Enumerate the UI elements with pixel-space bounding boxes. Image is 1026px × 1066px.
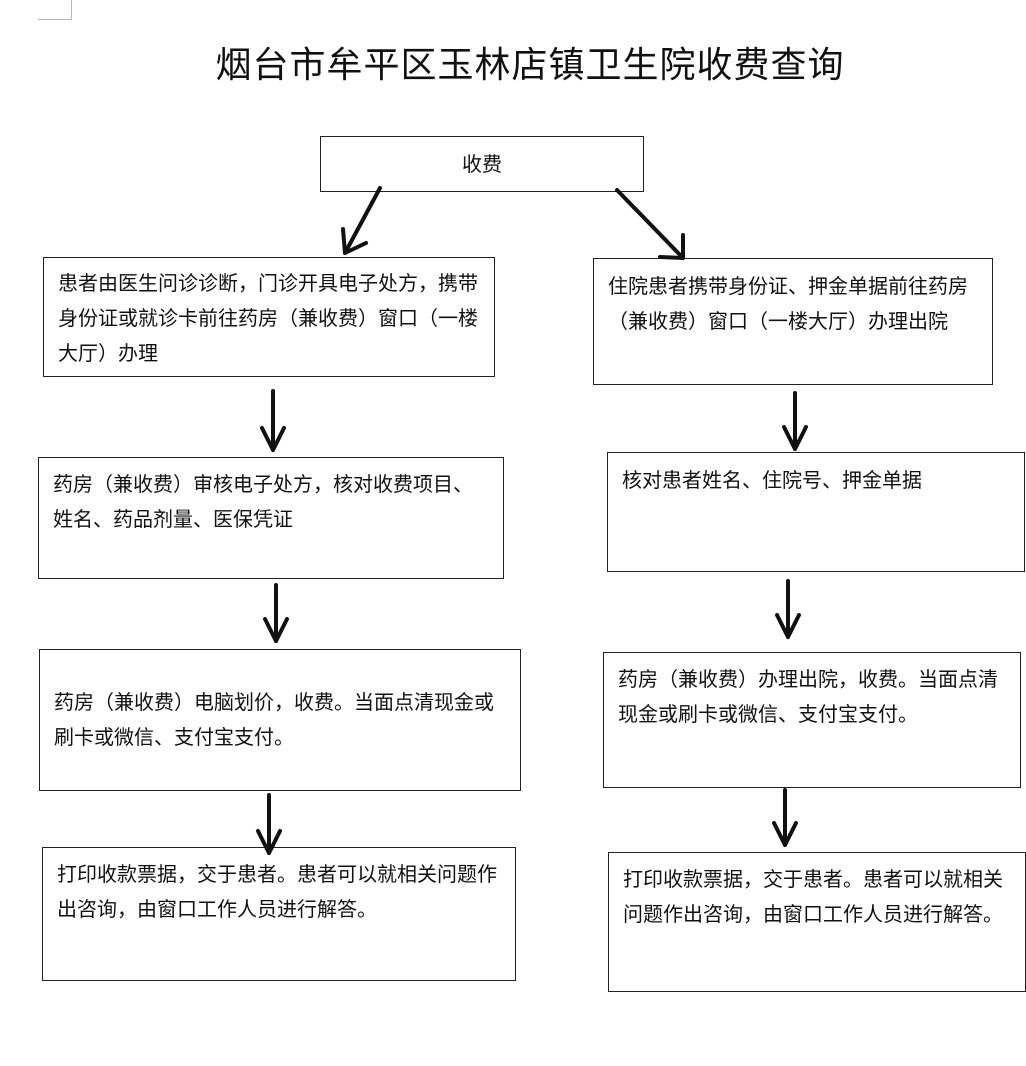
arrow-outpatient-1-2 xyxy=(260,389,286,452)
node-inpatient-step2: 核对患者姓名、住院号、押金单据 xyxy=(607,452,1025,572)
node-outpatient-step1: 患者由医生问诊诊断，门诊开具电子处方，携带身份证或就诊卡前往药房（兼收费）窗口（… xyxy=(43,257,495,377)
arrow-outpatient-2-3 xyxy=(263,583,289,643)
node-charge: 收费 xyxy=(320,136,644,192)
node-inpatient-step1: 住院患者携带身份证、押金单据前往药房（兼收费）窗口（一楼大厅）办理出院 xyxy=(593,258,993,385)
arrow-inpatient-1-2 xyxy=(782,391,808,451)
arrow-charge-to-inpatient xyxy=(615,188,685,260)
node-charge-label: 收费 xyxy=(462,151,502,176)
node-outpatient-step2: 药房（兼收费）审核电子处方，核对收费项目、姓名、药品剂量、医保凭证 xyxy=(38,457,504,579)
node-inpatient-step3: 药房（兼收费）办理出院，收费。当面点清现金或刷卡或微信、支付宝支付。 xyxy=(603,652,1021,788)
node-outpatient-step3: 药房（兼收费）电脑划价，收费。当面点清现金或刷卡或微信、支付宝支付。 xyxy=(39,649,521,791)
node-outpatient-step4: 打印收款票据，交于患者。患者可以就相关问题作出咨询，由窗口工作人员进行解答。 xyxy=(42,847,516,981)
node-outpatient-step3-text: 药房（兼收费）电脑划价，收费。当面点清现金或刷卡或微信、支付宝支付。 xyxy=(54,690,494,749)
page-corner-mark xyxy=(38,0,72,20)
arrow-inpatient-2-3 xyxy=(775,579,801,639)
node-inpatient-step4: 打印收款票据，交于患者。患者可以就相关问题作出咨询，由窗口工作人员进行解答。 xyxy=(608,852,1026,992)
arrow-inpatient-3-4 xyxy=(772,788,798,847)
arrow-charge-to-outpatient xyxy=(341,186,382,255)
page-title: 烟台市牟平区玉林店镇卫生院收费查询 xyxy=(215,45,845,86)
arrow-outpatient-3-4 xyxy=(256,793,282,855)
